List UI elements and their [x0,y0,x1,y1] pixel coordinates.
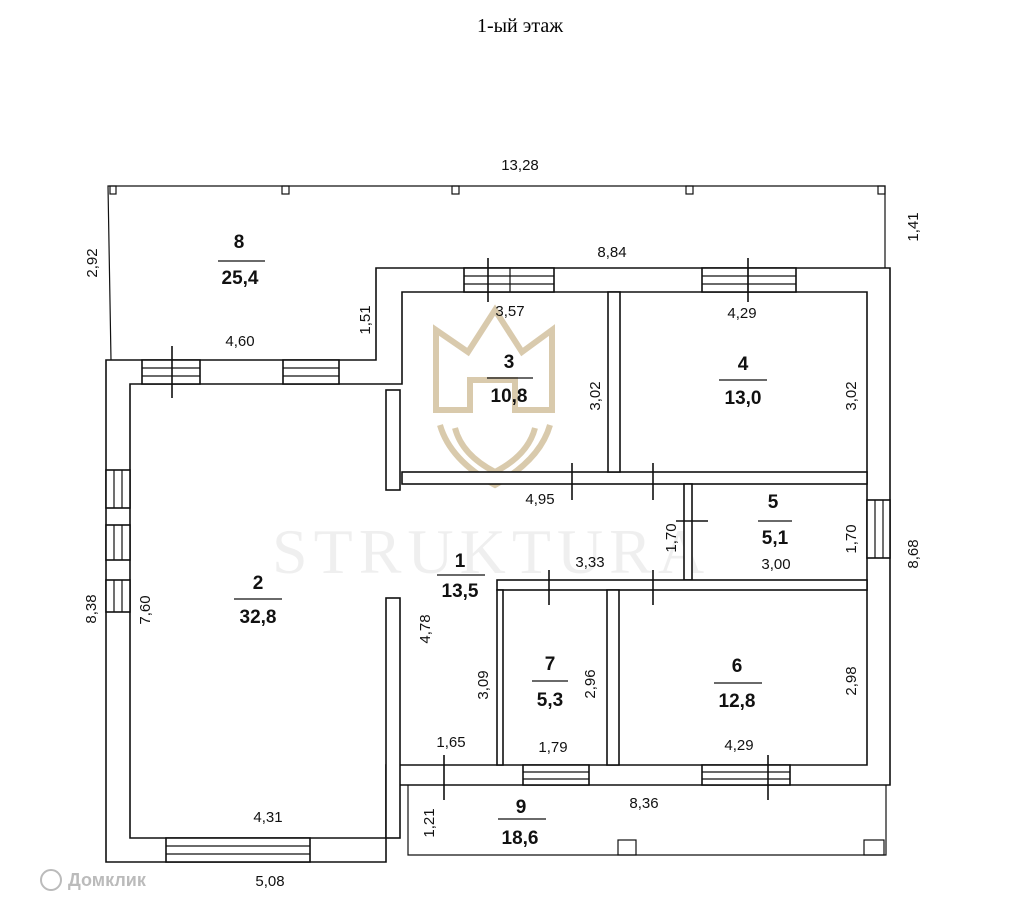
terrace-9-outline [407,785,887,856]
svg-text:1,70: 1,70 [843,524,860,553]
svg-text:9: 9 [516,797,527,818]
terrace-8-outline [107,185,886,361]
svg-text:4: 4 [738,354,749,375]
svg-text:8,84: 8,84 [597,244,626,261]
svg-text:Домклик: Домклик [68,870,147,890]
svg-text:18,6: 18,6 [502,828,539,849]
svg-text:2,96: 2,96 [582,669,599,698]
svg-text:8,38: 8,38 [83,594,100,623]
svg-text:4,29: 4,29 [727,305,756,322]
svg-text:5: 5 [768,492,779,513]
svg-text:10,8: 10,8 [491,386,528,407]
door-marks [171,258,769,800]
svg-text:12,8: 12,8 [719,691,756,712]
svg-text:4,60: 4,60 [225,333,254,350]
svg-text:3: 3 [504,352,515,373]
svg-text:7,60: 7,60 [137,595,154,624]
dimension-labels: 13,28 4,60 8,84 3,57 4,29 4,95 3,33 3,00… [83,157,922,890]
svg-text:4,31: 4,31 [253,809,282,826]
room-labels: 113,5 232,8 310,8 413,0 55,1 612,8 75,3 … [218,232,792,849]
svg-text:3,00: 3,00 [761,556,790,573]
svg-text:1,41: 1,41 [905,212,922,241]
svg-text:4,29: 4,29 [724,737,753,754]
svg-text:13,5: 13,5 [442,581,479,602]
svg-text:8: 8 [234,232,245,253]
room-6-label: 612,8 [714,656,762,712]
svg-text:3,09: 3,09 [475,670,492,699]
svg-text:5,08: 5,08 [255,873,284,890]
svg-text:5,1: 5,1 [762,528,789,549]
svg-text:7: 7 [545,654,556,675]
svg-text:3,33: 3,33 [575,554,604,571]
domclick-logo-icon [40,869,62,891]
svg-text:1,70: 1,70 [663,523,680,552]
svg-text:25,4: 25,4 [222,268,259,289]
svg-text:2: 2 [253,573,264,594]
svg-text:1,21: 1,21 [421,808,438,837]
svg-text:2,98: 2,98 [843,666,860,695]
svg-text:32,8: 32,8 [240,607,277,628]
svg-text:4,95: 4,95 [525,491,554,508]
svg-text:1,79: 1,79 [538,739,567,756]
svg-text:13,0: 13,0 [725,388,762,409]
svg-text:13,28: 13,28 [501,157,539,174]
room-4-label: 413,0 [719,354,767,409]
room-3-label: 310,8 [487,352,533,407]
watermark-text: STRUKTURA [272,516,710,587]
svg-text:1,51: 1,51 [357,305,374,334]
svg-text:3,02: 3,02 [587,381,604,410]
svg-text:1,65: 1,65 [436,734,465,751]
svg-text:8,36: 8,36 [629,795,658,812]
room-1-label: 113,5 [437,551,485,602]
svg-text:3,57: 3,57 [495,303,524,320]
room-2-label: 232,8 [234,573,282,628]
plan-title: 1-ый этаж [477,15,563,37]
interior-walls [385,291,868,839]
svg-text:1: 1 [455,551,466,572]
svg-text:6: 6 [732,656,743,677]
svg-text:5,3: 5,3 [537,690,563,711]
svg-text:8,68: 8,68 [905,539,922,568]
svg-text:4,78: 4,78 [417,614,434,643]
svg-text:3,02: 3,02 [843,381,860,410]
room-5-label: 55,1 [758,492,792,549]
room-8-label: 825,4 [218,232,265,289]
room-7-label: 75,3 [532,654,568,711]
svg-text:2,92: 2,92 [84,248,101,277]
room-9-label: 918,6 [498,797,546,849]
domclick-watermark: Домклик [40,869,147,891]
